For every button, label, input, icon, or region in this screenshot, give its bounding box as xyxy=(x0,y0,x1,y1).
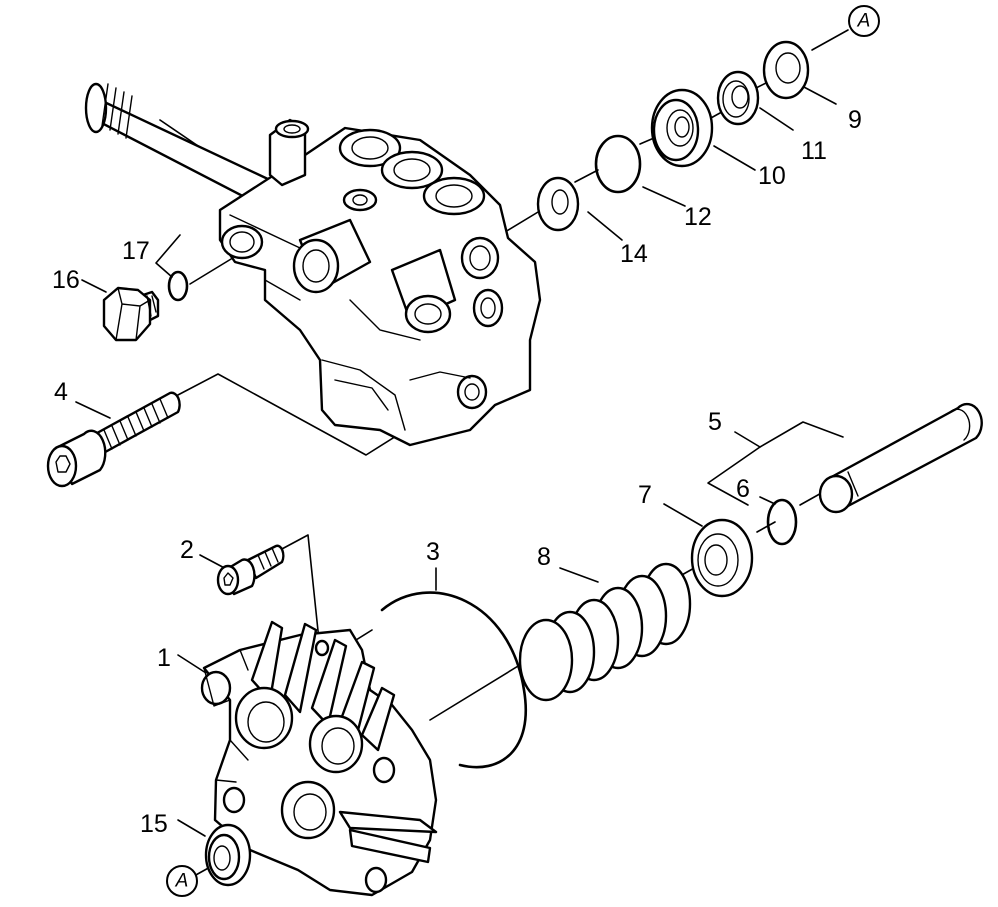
part-9-washer xyxy=(762,40,810,100)
part-6-o-ring xyxy=(766,498,798,546)
callout-15: 15 xyxy=(140,810,168,838)
callout-12: 14 xyxy=(620,240,648,268)
part-11-o-ring xyxy=(594,134,642,194)
pump-head xyxy=(84,82,542,447)
callout-16: 16 xyxy=(52,266,80,294)
part-3-o-ring xyxy=(380,591,527,769)
part-4-bolt xyxy=(46,391,181,488)
part-5-piston xyxy=(818,402,983,514)
part-8-spring xyxy=(518,562,692,702)
reference-marker-bottom: A xyxy=(166,865,198,897)
callout-4: 4 xyxy=(54,378,68,406)
callout-7: 7 xyxy=(638,481,652,509)
callout-3: 3 xyxy=(426,538,440,566)
callout-8: 8 xyxy=(537,543,551,571)
callout-5: 5 xyxy=(708,408,722,436)
callout-6: 6 xyxy=(736,475,750,503)
part-1-housing-plate xyxy=(200,620,438,897)
part-14-seal-ring xyxy=(716,70,760,126)
callout-10: 10 xyxy=(758,162,786,190)
callout-1: 1 xyxy=(157,644,171,672)
part-15-seal xyxy=(204,823,252,887)
callout-11: 12 xyxy=(684,203,712,231)
part-16-plug-screw xyxy=(102,286,160,342)
callout-labels: 1 2 3 4 5 6 7 8 9 10 11 12 14 15 16 17 xyxy=(52,106,862,838)
callout-2: 2 xyxy=(180,536,194,564)
callout-14: 11 xyxy=(801,137,827,165)
part-17-o-ring xyxy=(167,270,189,302)
callout-17: 17 xyxy=(122,237,150,265)
callout-9: 9 xyxy=(848,106,862,134)
part-12-washer xyxy=(536,176,580,232)
part-10-seal xyxy=(650,88,714,168)
svg-text:A: A xyxy=(857,11,871,32)
part-2-screw xyxy=(216,544,285,596)
reference-marker-top: A xyxy=(848,5,880,37)
part-7-seal xyxy=(690,518,754,598)
svg-text:A: A xyxy=(175,871,189,892)
